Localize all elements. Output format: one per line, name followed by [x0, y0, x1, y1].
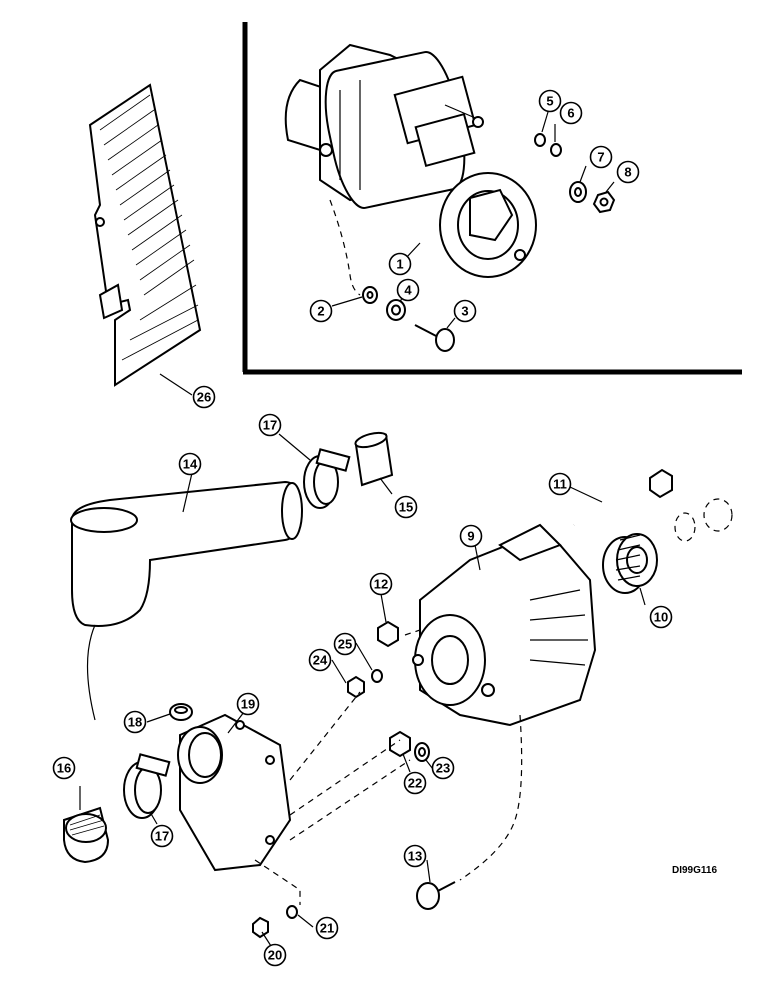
svg-text:23: 23 [436, 761, 450, 776]
callout-16: 16 [52, 756, 76, 780]
callout-17-upper: 17 [258, 413, 282, 437]
callout-10: 10 [649, 605, 673, 629]
starter-nut-8 [592, 190, 616, 214]
callout-20: 20 [263, 943, 287, 967]
bolt-13 [416, 881, 456, 910]
svg-text:24: 24 [313, 653, 328, 668]
long-bolt [573, 468, 673, 527]
starter-motor [284, 43, 537, 296]
starter-nut-6 [550, 143, 562, 157]
svg-text:7: 7 [597, 150, 604, 165]
callout-3: 3 [453, 299, 477, 323]
callout-12: 12 [369, 572, 393, 596]
washer-21 [286, 905, 298, 919]
callout-24: 24 [308, 648, 332, 672]
starter-bolt-3 [414, 324, 455, 352]
hose-clamp-upper [303, 448, 351, 509]
callout-15: 15 [394, 495, 418, 519]
svg-text:12: 12 [374, 577, 388, 592]
callout-6: 6 [559, 101, 583, 125]
starter-nut-5 [534, 133, 546, 147]
callout-4: 4 [396, 278, 420, 302]
callout-18: 18 [123, 710, 147, 734]
starter-washer-2 [362, 286, 378, 304]
callout-2: 2 [309, 299, 333, 323]
hose-clamp-lower [123, 753, 171, 819]
svg-text:19: 19 [241, 697, 255, 712]
svg-text:21: 21 [320, 921, 334, 936]
svg-text:11: 11 [553, 477, 567, 492]
callout-17-lower: 17 [150, 824, 174, 848]
adapter-housing [177, 713, 292, 872]
svg-text:6: 6 [567, 106, 574, 121]
svg-text:17: 17 [155, 829, 169, 844]
svg-text:16: 16 [57, 761, 71, 776]
alternator [412, 523, 597, 727]
end-cap [63, 806, 110, 864]
svg-text:15: 15 [399, 500, 413, 515]
callout-9: 9 [459, 524, 483, 548]
svg-text:5: 5 [546, 94, 553, 109]
callout-19: 19 [236, 692, 260, 716]
pulley [602, 533, 658, 594]
svg-text:1: 1 [396, 257, 403, 272]
nut-24 [347, 675, 365, 699]
callout-13: 13 [403, 844, 427, 868]
washer-25 [371, 669, 383, 683]
callout-21: 21 [315, 916, 339, 940]
reference-code: DI99G116 [672, 865, 717, 876]
washer-23 [414, 742, 430, 762]
callout-14: 14 [178, 452, 202, 476]
callout-23: 23 [431, 756, 455, 780]
sleeve-ring [354, 431, 394, 487]
leader-lines [79, 111, 646, 947]
nut-22 [389, 730, 411, 758]
assembly-lines [254, 629, 523, 905]
heat-shield [88, 83, 202, 387]
svg-text:20: 20 [268, 948, 282, 963]
svg-text:22: 22 [408, 776, 422, 791]
starter-washer-4 [386, 299, 406, 321]
starter-washer-7 [569, 181, 587, 203]
svg-text:10: 10 [654, 610, 668, 625]
callout-8: 8 [616, 160, 640, 184]
svg-text:8: 8 [624, 165, 631, 180]
nut-12 [377, 620, 399, 648]
starter-inset-frame [242, 22, 742, 375]
grommet-18 [169, 703, 193, 721]
svg-text:18: 18 [128, 715, 142, 730]
nut-20 [252, 916, 269, 939]
svg-text:26: 26 [197, 390, 211, 405]
callout-1: 1 [388, 252, 412, 276]
svg-text:13: 13 [408, 849, 422, 864]
air-hose [70, 480, 303, 721]
svg-text:9: 9 [467, 529, 474, 544]
callout-11: 11 [548, 472, 572, 496]
svg-text:17: 17 [263, 418, 277, 433]
callout-22: 22 [403, 771, 427, 795]
callout-26: 26 [192, 385, 216, 409]
svg-text:25: 25 [338, 637, 352, 652]
svg-text:2: 2 [317, 304, 324, 319]
callout-7: 7 [589, 145, 613, 169]
nut-ghost [674, 498, 733, 542]
svg-text:4: 4 [404, 283, 412, 298]
svg-text:14: 14 [183, 457, 198, 472]
callout-5: 5 [538, 89, 562, 113]
svg-text:3: 3 [461, 304, 468, 319]
callout-25: 25 [333, 632, 357, 656]
